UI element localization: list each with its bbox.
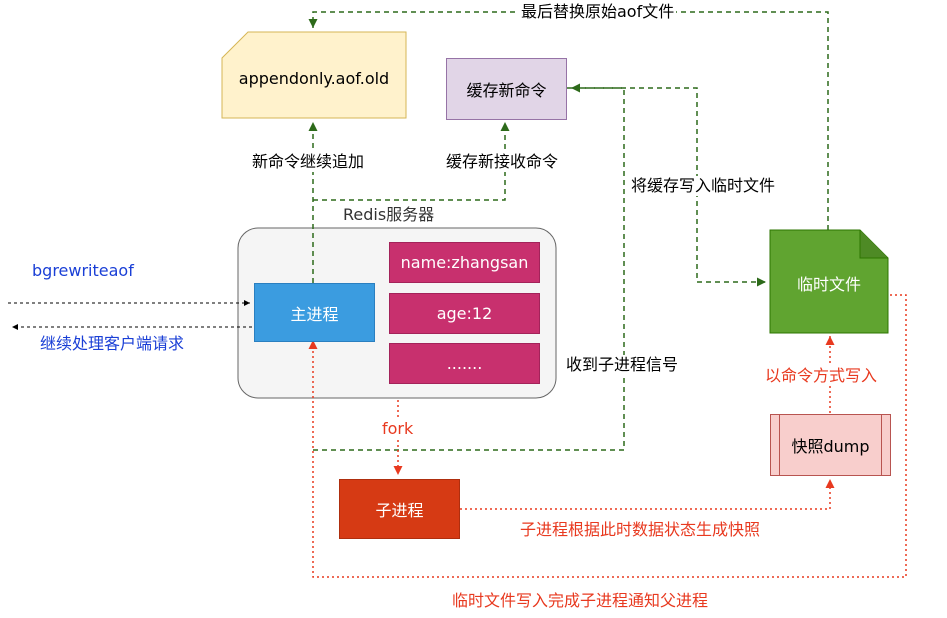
label-write-as-cmd: 以命令方式写入: [765, 366, 878, 386]
label-cache-received: 缓存新接收命令: [446, 152, 559, 172]
edge-cache-received: [313, 122, 510, 201]
label-temp-done-notify: 临时文件写入完成子进程通知父进程: [452, 591, 709, 611]
label-child-snapshot: 子进程根据此时数据状态生成快照: [520, 520, 761, 540]
label-receive-signal: 收到子进程信号: [566, 355, 679, 375]
kv-name-label: name:zhangsan: [400, 253, 529, 272]
main-process-label: 主进程: [290, 304, 339, 324]
aof-old-shape: [221, 31, 407, 119]
child-process-box: 子进程: [339, 479, 460, 539]
snapshot-box: 快照dump: [770, 414, 891, 476]
temp-file-shape: [769, 229, 889, 334]
kv-age-label: age:12: [436, 304, 493, 323]
kv-more-box: .......: [389, 343, 540, 384]
label-server: Redis服务器: [343, 205, 435, 224]
edge-temp-done-notify: [308, 294, 907, 578]
label-write-cache-to-temp: 将缓存写入临时文件: [631, 176, 776, 196]
label-continue-client: 继续处理客户端请求: [40, 334, 185, 353]
edge-child-snapshot: [460, 479, 835, 510]
label-fork: fork: [382, 419, 414, 439]
kv-more-label: .......: [446, 354, 483, 373]
cache-new-cmd-box: 缓存新命令: [446, 58, 567, 120]
aof-old-label: appendonly.aof.old: [238, 68, 390, 88]
snapshot-label: 快照dump: [791, 437, 870, 456]
label-continue-append: 新命令继续追加: [252, 152, 365, 172]
kv-name-box: name:zhangsan: [389, 242, 540, 283]
temp-file-label: 临时文件: [796, 275, 861, 294]
label-bgrewriteaof: bgrewriteaof: [32, 261, 134, 280]
aof-old-file: appendonly.aof.old: [222, 58, 406, 98]
main-process-box: 主进程: [254, 283, 375, 342]
cache-new-cmd-label: 缓存新命令: [466, 81, 547, 100]
child-process-label: 子进程: [375, 501, 424, 520]
temp-file-box: 临时文件: [770, 258, 888, 308]
label-replace-aof: 最后替换原始aof文件: [519, 2, 677, 22]
edge-replace-aof: [308, 11, 829, 230]
kv-age-box: age:12: [389, 293, 540, 334]
edge-receive-signal: [313, 83, 625, 451]
